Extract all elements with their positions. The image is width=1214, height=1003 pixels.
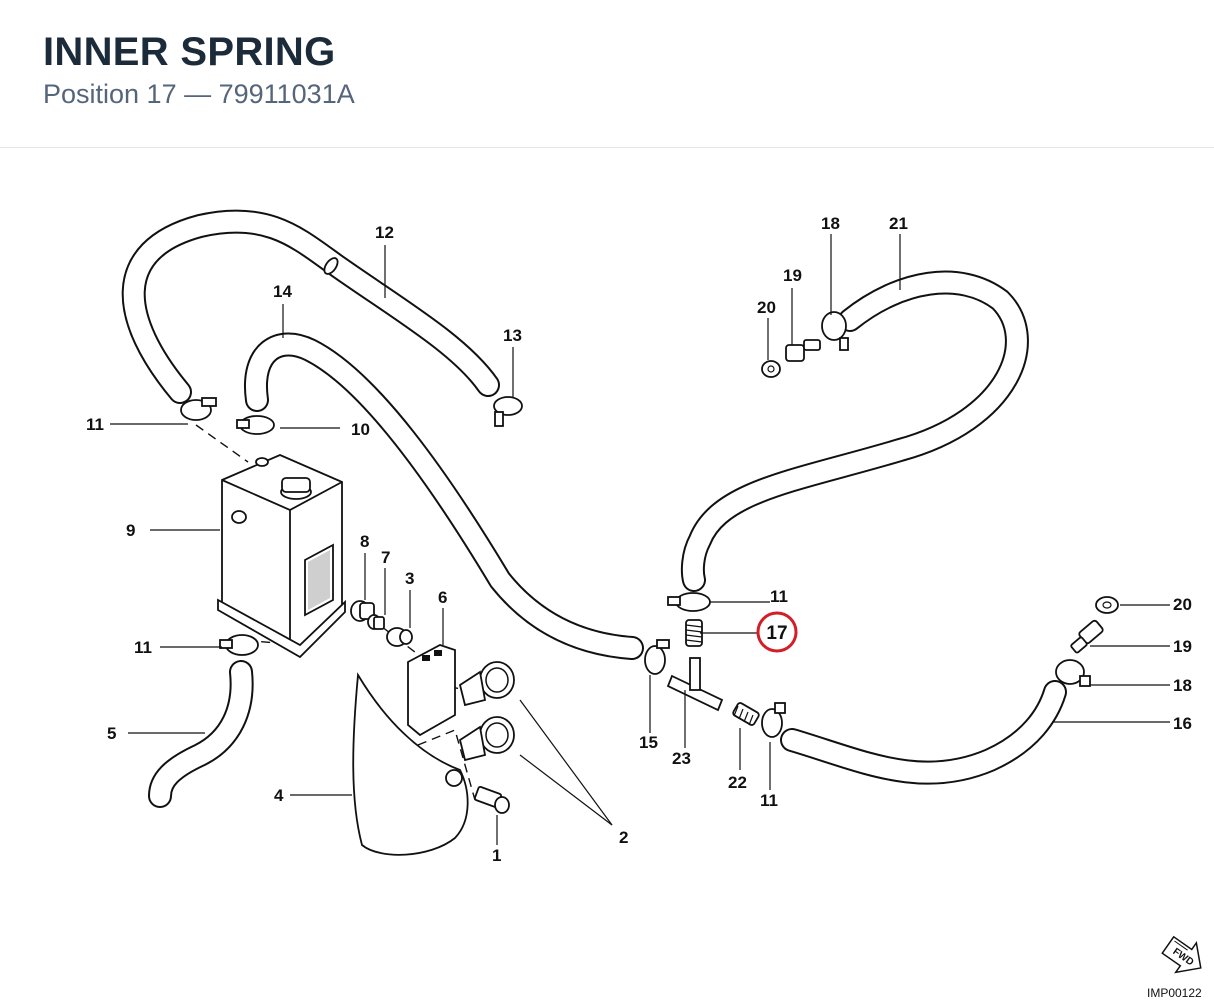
label-5: 5 <box>107 724 116 743</box>
label-18: 18 <box>1173 676 1192 695</box>
label-7: 7 <box>381 548 390 567</box>
hose-clamp-11b[interactable] <box>219 634 259 656</box>
label-20: 20 <box>1173 595 1192 614</box>
label-11: 11 <box>770 587 788 606</box>
hose-clamp-15[interactable] <box>644 639 670 675</box>
highlight-callout-17[interactable]: 17 <box>756 611 798 653</box>
hose-clamp-11c[interactable] <box>667 592 711 612</box>
bolt-1[interactable] <box>473 785 510 814</box>
label-6: 6 <box>438 588 447 607</box>
hose-clamp-18a[interactable] <box>821 311 849 351</box>
heat-shield-4[interactable] <box>352 672 469 856</box>
clamp-2-upper[interactable] <box>458 661 515 707</box>
label-20: 20 <box>757 298 776 317</box>
hose-clamp-18b[interactable] <box>1055 659 1091 687</box>
nipple-19a[interactable] <box>785 339 821 362</box>
label-21: 21 <box>889 214 908 233</box>
image-code: IMP00122 <box>1147 986 1202 1000</box>
label-17: 17 <box>766 623 787 644</box>
hose-16[interactable] <box>780 680 1067 785</box>
page-title: INNER SPRING <box>43 30 336 74</box>
canister-9[interactable] <box>217 454 346 659</box>
hose-clamp-10[interactable] <box>236 415 275 435</box>
label-22: 22 <box>728 773 747 792</box>
label-11: 11 <box>134 638 152 657</box>
label-8: 8 <box>360 532 369 551</box>
hose-12[interactable] <box>121 209 500 404</box>
label-1: 1 <box>492 846 501 865</box>
header: INNER SPRING Position 17 — 79911031A <box>0 0 1214 148</box>
hose-5[interactable] <box>148 660 254 808</box>
label-18: 18 <box>821 214 840 233</box>
fitting-7[interactable] <box>367 614 385 630</box>
label-4: 4 <box>274 786 284 805</box>
grommet-3[interactable] <box>386 627 413 647</box>
inner-spring-17[interactable] <box>685 619 703 647</box>
label-19: 19 <box>783 266 802 285</box>
hose-clamp-11d[interactable] <box>761 702 786 738</box>
fitting-8[interactable] <box>350 600 375 622</box>
page-subtitle: Position 17 — 79911031A <box>43 79 355 109</box>
label-23: 23 <box>672 749 691 768</box>
label-3: 3 <box>405 569 414 588</box>
hose-14[interactable] <box>244 332 644 660</box>
spring-22[interactable] <box>732 702 760 726</box>
hose-clamp-13[interactable] <box>493 396 523 427</box>
label-12: 12 <box>375 223 394 242</box>
nipple-19b[interactable] <box>1070 619 1104 654</box>
hose-clamp-11a[interactable] <box>180 397 217 421</box>
label-11: 11 <box>760 791 778 810</box>
washer-20b[interactable] <box>1095 596 1119 614</box>
label-16: 16 <box>1173 714 1192 733</box>
label-10: 10 <box>351 420 370 439</box>
hose-21[interactable] <box>680 270 1029 592</box>
label-14: 14 <box>273 282 292 301</box>
label-2: 2 <box>619 828 628 847</box>
fwd-arrow-icon: FWD <box>1161 935 1202 974</box>
bracket-6[interactable] <box>407 644 456 737</box>
t-piece-23[interactable] <box>666 657 724 712</box>
label-9: 9 <box>126 521 135 540</box>
label-19: 19 <box>1173 637 1192 656</box>
label-15: 15 <box>639 733 658 752</box>
label-11: 11 <box>86 415 104 434</box>
label-13: 13 <box>503 326 522 345</box>
washer-20a[interactable] <box>761 360 781 378</box>
clamp-2-lower[interactable] <box>458 716 515 762</box>
